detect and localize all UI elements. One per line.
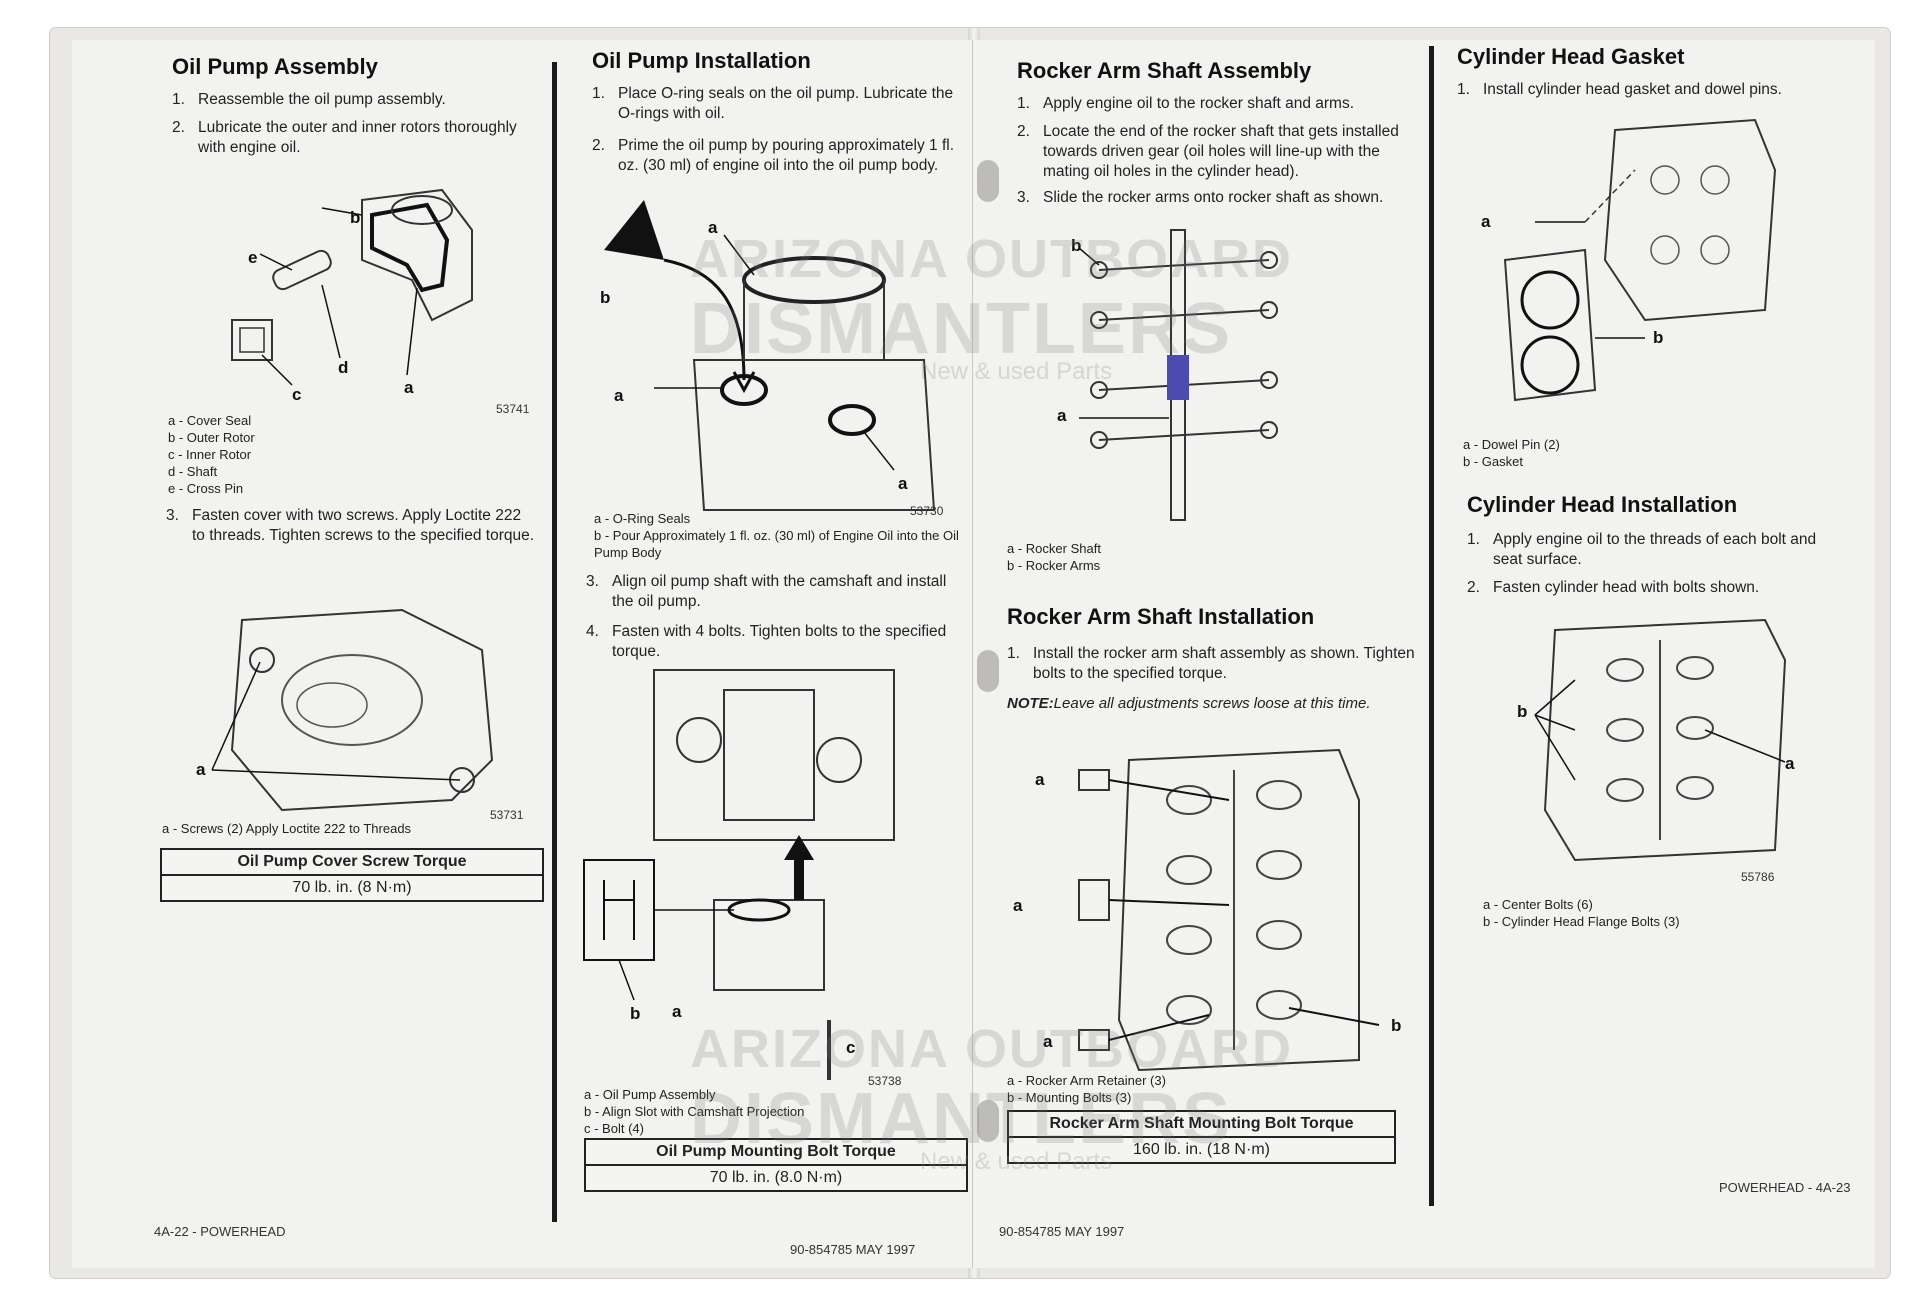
fig-label-d: d	[338, 358, 349, 377]
fig-label-b: b	[1391, 1016, 1402, 1035]
note-label: NOTE:	[1007, 695, 1054, 712]
step-1: 1. Install cylinder head gasket and dowe…	[1457, 81, 1782, 98]
step-1: 1. Apply engine oil to the threads of ea…	[1467, 531, 1817, 568]
torque-spec-table: Oil Pump Cover Screw Torque 70 lb. in. (…	[160, 848, 544, 902]
note: NOTE:Leave all adjustments screws loose …	[1007, 694, 1417, 714]
fig2-label-a: a	[196, 760, 206, 779]
fig-label-b: b	[1517, 702, 1528, 721]
fig-label-b: b	[1653, 328, 1664, 347]
figure-legend: a - Rocker Arm Retainer (3) b - Mounting…	[1007, 1073, 1166, 1105]
page-footer: 90-854785 MAY 1997	[999, 1224, 1125, 1239]
watermark-line2: DISMANTLERS	[690, 1079, 1232, 1159]
section-title: Oil Pump Assembly	[172, 54, 378, 79]
torque-spec-title: Oil Pump Mounting Bolt Torque	[586, 1140, 966, 1166]
watermark-line1: ARIZONA OUTBOARD	[690, 229, 1293, 289]
open-manual: Oil Pump Assembly 1. Reassemble the oil …	[50, 28, 1890, 1278]
page-footer: POWERHEAD - 4A-23	[1719, 1180, 1851, 1195]
figure-number: 53741	[496, 402, 530, 416]
step-3: 3. Align oil pump shaft with the camshaf…	[586, 573, 947, 610]
figure2-number: 53731	[490, 808, 524, 822]
step-2: 2. Locate the end of the rocker shaft th…	[1017, 123, 1399, 180]
fig2-label-c: c	[846, 1038, 856, 1057]
cylinder-head-install-figure	[1534, 618, 1787, 862]
figure-legend: a - Center Bolts (6) b - Cylinder Head F…	[1483, 897, 1680, 929]
oil-pump-exploded-figure	[231, 188, 473, 386]
fig-label-e: e	[248, 248, 258, 267]
watermark-line1: ARIZONA OUTBOARD	[690, 1019, 1293, 1079]
torque-spec-title: Rocker Arm Shaft Mounting Bolt Torque	[1009, 1112, 1394, 1138]
step-2: 2. Prime the oil pump by pouring approxi…	[592, 137, 954, 174]
fig-label-a: a	[1043, 1032, 1053, 1051]
torque-spec-value: 70 lb. in. (8.0 N·m)	[709, 1169, 843, 1186]
figure-legend: a - Rocker Shaft b - Rocker Arms	[1007, 541, 1101, 573]
left-page: Oil Pump Assembly 1. Reassemble the oil …	[72, 40, 973, 1268]
torque-spec-table: Oil Pump Mounting Bolt Torque 70 lb. in.…	[584, 1138, 968, 1192]
fig2-label-a: a	[672, 1002, 682, 1021]
fig-label-c: c	[292, 385, 302, 404]
binder-hole	[977, 160, 999, 202]
step-2: 2. Fasten cylinder head with bolts shown…	[1467, 579, 1760, 596]
oil-pump-cover-figure	[211, 608, 494, 812]
binder-hole	[977, 1100, 999, 1142]
watermark-line2: DISMANTLERS	[690, 289, 1232, 369]
step-3: 3. Slide the rocker arms onto rocker sha…	[1017, 189, 1384, 206]
page-footer: 4A-22 - POWERHEAD	[154, 1224, 286, 1239]
figure-legend: a - Cover Seal b - Outer Rotor c - Inner…	[168, 413, 255, 496]
section-title: Cylinder Head Gasket	[1457, 44, 1685, 69]
step-1: 1. Reassemble the oil pump assembly.	[172, 91, 446, 108]
watermark-line3: New & used Parts	[920, 1148, 1113, 1175]
torque-spec-value: 160 lb. in. (18 N·m)	[1133, 1141, 1270, 1158]
figure-number: 53730	[910, 504, 944, 518]
figure-number: 55786	[1741, 870, 1775, 884]
torque-spec-title: Oil Pump Cover Screw Torque	[162, 850, 542, 876]
fig-label-a: a	[404, 378, 414, 397]
fig-label-a: a	[708, 218, 718, 237]
fig-label-a: a	[1035, 770, 1045, 789]
fig-label-b: b	[350, 208, 361, 227]
oil-pump-priming-figure	[604, 200, 936, 511]
fig-label-a: a	[614, 386, 624, 405]
fig-label-b: b	[600, 288, 611, 307]
step-1: 1. Install the rocker arm shaft assembly…	[1007, 645, 1415, 682]
figure-legend: a - O-Ring Seals b - Pour Approximately …	[594, 511, 959, 560]
section-title: Oil Pump Installation	[592, 48, 811, 73]
figure2-legend: a - Oil Pump Assembly b - Align Slot wit…	[584, 1087, 805, 1136]
step-4: 4. Fasten with 4 bolts. Tighten bolts to…	[586, 623, 947, 660]
section-title: Rocker Arm Shaft Assembly	[1017, 58, 1312, 83]
fig-label-a: a	[1013, 896, 1023, 915]
column-rule	[552, 62, 557, 1222]
step-3: 3. Fasten cover with two screws. Apply L…	[166, 507, 535, 544]
step-2: 2. Lubricate the outer and inner rotors …	[172, 119, 517, 156]
figure2-legend: a - Screws (2) Apply Loctite 222 to Thre…	[162, 821, 412, 836]
fig-label-a: a	[1481, 212, 1491, 231]
binder-hole	[977, 650, 999, 692]
note-text: Leave all adjustments screws loose at th…	[1053, 695, 1371, 712]
cylinder-head-gasket-figure	[1503, 118, 1777, 402]
rocker-installation-figure	[1078, 748, 1380, 1072]
fig2-label-b: b	[630, 1004, 641, 1023]
right-page: Rocker Arm Shaft Assembly 1. Apply engin…	[975, 40, 1875, 1268]
section-title: Rocker Arm Shaft Installation	[1007, 604, 1315, 629]
fig-label-a: a	[1785, 754, 1795, 773]
figure-legend: a - Dowel Pin (2) b - Gasket	[1463, 437, 1560, 469]
page-footer: 90-854785 MAY 1997	[790, 1242, 916, 1257]
fig-label-a: a	[898, 474, 908, 493]
watermark-line3: New & used Parts	[920, 358, 1113, 385]
torque-spec-table: Rocker Arm Shaft Mounting Bolt Torque 16…	[1007, 1110, 1396, 1164]
rocker-shaft-figure	[1078, 229, 1278, 521]
fig-label-a: a	[1057, 406, 1067, 425]
fig-label-b: b	[1071, 236, 1082, 255]
section-title: Cylinder Head Installation	[1467, 492, 1738, 517]
torque-spec-value: 70 lb. in. (8 N·m)	[292, 879, 412, 896]
step-1: 1. Place O-ring seals on the oil pump. L…	[592, 85, 954, 122]
step-1: 1. Apply engine oil to the rocker shaft …	[1017, 95, 1355, 112]
oil-pump-install-figure	[583, 669, 895, 1080]
figure2-number: 53738	[868, 1074, 902, 1088]
column-rule	[1429, 46, 1434, 1206]
